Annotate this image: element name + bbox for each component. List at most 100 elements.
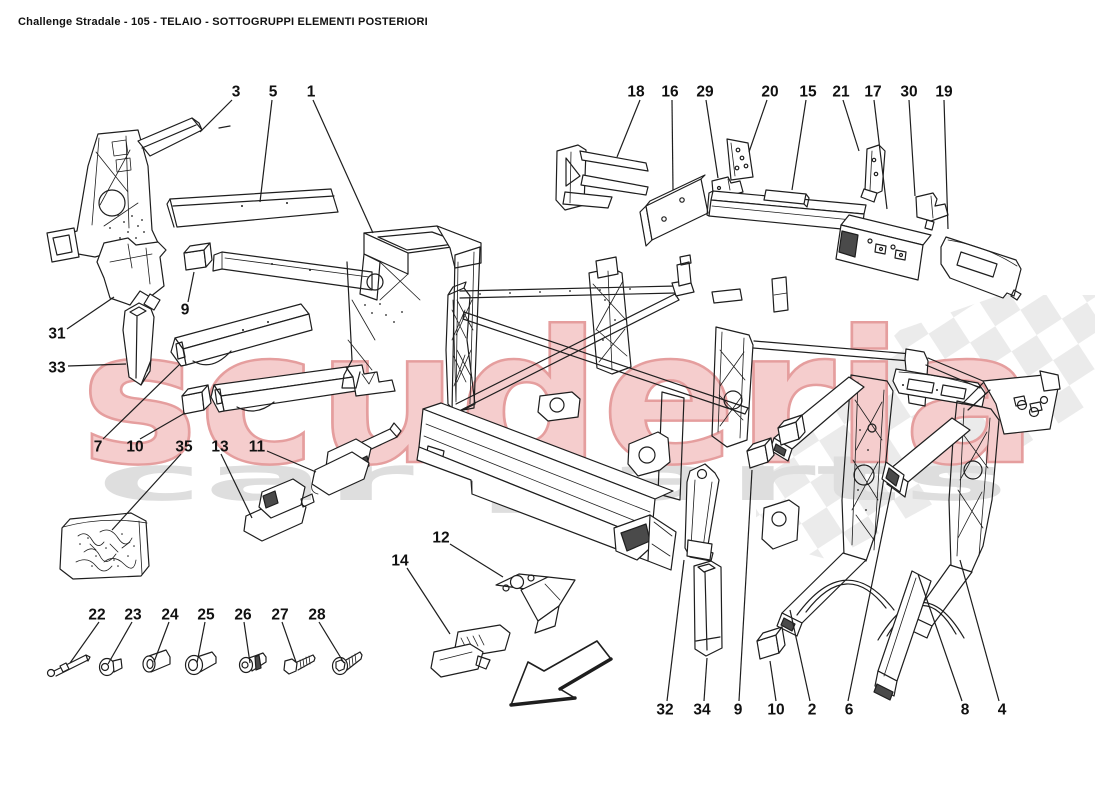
- leader-line-18: [616, 99, 641, 158]
- page-title: Challenge Stradale - 105 - TELAIO - SOTT…: [18, 16, 428, 28]
- leader-line-33: [67, 363, 127, 367]
- part-callout-18: 18: [627, 84, 645, 101]
- part-callout-23: 23: [124, 607, 142, 624]
- part-16-plate: [639, 174, 709, 247]
- part-9-spacer-tube-right: [746, 437, 775, 469]
- leader-line-23: [107, 621, 133, 665]
- leader-line-32: [666, 559, 685, 702]
- leader-line-14: [406, 567, 451, 635]
- part-callout-29: 29: [696, 84, 714, 101]
- leader-line-12: [449, 543, 504, 578]
- part-callout-28: 28: [308, 607, 326, 624]
- leader-line-15: [791, 99, 807, 191]
- part-callout-5: 5: [269, 84, 278, 101]
- part-callout-27: 27: [271, 607, 288, 624]
- part-30-clip: [915, 192, 949, 231]
- leader-line-5: [259, 99, 273, 203]
- part-callout-1: 1: [307, 84, 316, 101]
- part-callout-3: 3: [232, 84, 241, 101]
- leader-line-6: [847, 485, 893, 702]
- part-9-spacer-tube: [183, 242, 213, 271]
- leader-line-25: [196, 621, 206, 664]
- part-19-rail-frame: [940, 236, 1022, 301]
- part-callout-14: 14: [391, 553, 409, 570]
- part-callout-9: 9: [181, 302, 190, 319]
- leader-line-4: [959, 559, 1000, 702]
- part-callout-31: 31: [48, 326, 66, 343]
- leader-line-22: [69, 621, 100, 664]
- part-25-rivet-nut: [184, 651, 217, 676]
- part-26-rivet: [238, 652, 267, 674]
- leader-line-29: [705, 99, 719, 179]
- leader-line-16: [671, 99, 674, 191]
- part-callout-11: 11: [249, 439, 266, 456]
- part-7-beams: [170, 303, 396, 413]
- part-24-bushing: [142, 649, 171, 673]
- part-3-wheelhouse-assembly: [46, 117, 231, 263]
- leader-line-10: [769, 660, 777, 702]
- leader-line-10: [139, 412, 186, 440]
- part-callout-13: 13: [211, 439, 229, 456]
- diagram-line-art: [46, 117, 1061, 707]
- direction-arrow: [509, 640, 613, 707]
- leader-line-3: [199, 99, 233, 133]
- leader-line-21: [842, 99, 860, 152]
- part-15-crossmember: [706, 189, 867, 232]
- part-27-bolt: [283, 654, 316, 675]
- leader-line-13: [220, 453, 253, 519]
- part-callout-7: 7: [94, 439, 103, 456]
- checkered-flag-motif: [756, 295, 1095, 560]
- part-31-bracket: [96, 237, 167, 311]
- part-callout-10: 10: [767, 702, 784, 719]
- leader-line-8: [917, 573, 963, 702]
- rear-upright-assembly-right: [873, 370, 1061, 701]
- part-callout-9: 9: [734, 702, 743, 719]
- part-10-spacer-cube: [181, 384, 212, 415]
- part-callout-22: 22: [88, 607, 105, 624]
- part-callout-30: 30: [900, 84, 917, 101]
- part-17-box-beam: [835, 214, 932, 281]
- part-1-corner-element: [212, 225, 482, 413]
- part-11-mount-bracket: [311, 422, 402, 496]
- part-callout-2: 2: [808, 702, 817, 719]
- part-18-fork-bracket: [555, 144, 649, 211]
- part-callout-25: 25: [197, 607, 215, 624]
- leader-line-31: [66, 296, 115, 330]
- part-callout-4: 4: [998, 702, 1007, 719]
- part-9-spacer-tube-upper: [777, 414, 806, 446]
- part-callout-6: 6: [845, 702, 854, 719]
- leader-line-17: [873, 99, 888, 210]
- leader-line-1: [312, 99, 374, 234]
- leader-line-9: [187, 271, 195, 303]
- part-callout-32: 32: [656, 702, 673, 719]
- part-28-screw: [331, 651, 363, 676]
- part-callout-19: 19: [935, 84, 953, 101]
- part-12-support-bracket: [495, 573, 576, 634]
- part-13-mount-bracket: [243, 478, 315, 542]
- part-callout-35: 35: [175, 439, 193, 456]
- part-33-pillar-tube: [122, 302, 155, 386]
- part-callout-15: 15: [799, 84, 817, 101]
- part-callout-24: 24: [161, 607, 179, 624]
- part-callout-8: 8: [961, 702, 970, 719]
- leader-line-2: [789, 609, 811, 702]
- part-callout-12: 12: [432, 530, 449, 547]
- leader-line-19: [943, 99, 949, 230]
- leader-line-35: [111, 453, 182, 531]
- part-callout-26: 26: [234, 607, 252, 624]
- part-21-strip-bracket: [860, 144, 886, 203]
- part-callout-21: 21: [832, 84, 850, 101]
- part-35-mesh-block: [59, 512, 150, 580]
- part-22-rivet-pin: [46, 654, 91, 678]
- part-34-post: [693, 560, 723, 657]
- part-callout-20: 20: [761, 84, 778, 101]
- leader-line-26: [243, 621, 251, 664]
- part-callout-34: 34: [693, 702, 711, 719]
- leader-line-28: [318, 621, 345, 664]
- part-5-beam: [166, 188, 339, 228]
- part-callout-10: 10: [126, 439, 143, 456]
- leader-line-34: [703, 657, 708, 702]
